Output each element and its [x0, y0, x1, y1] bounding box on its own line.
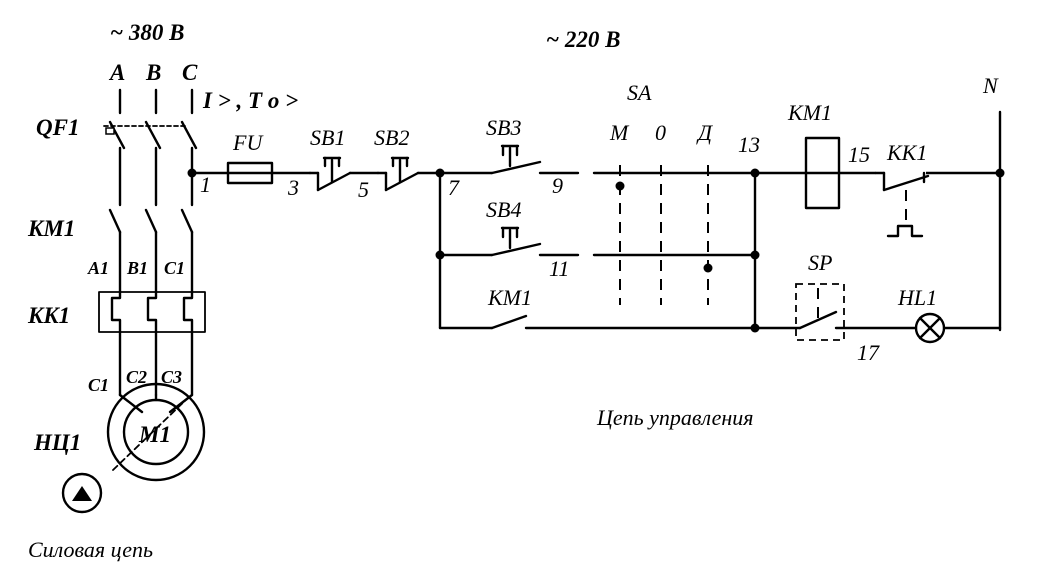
node-9-label: 9 [552, 173, 563, 198]
node-1-label: 1 [200, 172, 211, 197]
sa-pos-m: M [609, 120, 630, 145]
terminal-b1-label: B1 [126, 258, 148, 278]
km1-contact-label: KM1 [487, 285, 532, 310]
protection-label: I > , T o > [202, 88, 298, 113]
hc1-sensor [61, 472, 103, 514]
motor-c1-label: C1 [88, 375, 109, 395]
node-11-label: 11 [549, 256, 569, 281]
node-17-label: 17 [857, 340, 880, 365]
sb2-label: SB2 [374, 125, 409, 150]
control-voltage-label: ~ 220 В [546, 27, 620, 52]
neutral-label: N [982, 73, 999, 98]
motor-c2-label: C2 [126, 367, 147, 387]
node-5-label: 5 [358, 177, 369, 202]
km1-holding-contact-row [438, 314, 757, 330]
motor-c3-label: C3 [161, 367, 182, 387]
sa-pos-d: Д [696, 120, 713, 145]
phase-b-label: B [145, 60, 161, 85]
kk1-thermal-elements [98, 290, 206, 414]
labels: ~ 380 В ~ 220 В A B C I > , T o > QF1 KM… [27, 20, 999, 562]
hl1-lamp [914, 312, 1002, 344]
m1-label: M1 [138, 422, 171, 447]
phase-c-label: C [182, 60, 198, 85]
power-circuit-caption: Силовая цепь [28, 537, 153, 562]
terminal-a1-label: A1 [87, 258, 109, 278]
qf1-label: QF1 [36, 115, 79, 140]
node-7-label: 7 [448, 175, 460, 200]
hl1-label: HL1 [897, 285, 937, 310]
sb2-stop-button [376, 156, 442, 192]
sa-selector-switch [615, 165, 713, 305]
kk1-nc-contact [874, 170, 930, 238]
sa-d-contact [703, 263, 713, 273]
sb1-label: SB1 [310, 125, 345, 150]
kk1-contact-label: KK1 [886, 140, 927, 165]
power-voltage-label: ~ 380 В [110, 20, 184, 45]
km1-coil [804, 136, 841, 210]
node-13-label: 13 [738, 132, 760, 157]
control-circuit-caption: Цепь управления [596, 405, 754, 430]
km1-power-contacts [108, 208, 194, 294]
sb3-label: SB3 [486, 115, 521, 140]
kk1-power-label: KK1 [27, 303, 70, 328]
motor-m1 [106, 382, 206, 482]
sp-label: SP [808, 250, 832, 275]
sa-pos-0: 0 [655, 120, 666, 145]
fu-label: FU [232, 130, 264, 155]
terminal-c1-label: C1 [164, 258, 185, 278]
sp-pressure-switch [753, 283, 918, 341]
sb4-label: SB4 [486, 197, 521, 222]
sb4-button-row [438, 226, 757, 257]
sb1-stop-button [308, 156, 380, 192]
control-circuit [190, 110, 1005, 344]
power-circuit [61, 88, 206, 514]
phase-a-label: A [108, 60, 125, 85]
node-15-label: 15 [848, 142, 870, 167]
node-3-label: 3 [287, 175, 299, 200]
sa-label: SA [627, 80, 652, 105]
hc1-label: НЦ1 [33, 430, 81, 455]
sa-m-contact [615, 181, 625, 191]
km1-power-label: KM1 [27, 216, 75, 241]
km1-coil-label: KM1 [787, 100, 832, 125]
qf1-breaker [103, 120, 198, 207]
